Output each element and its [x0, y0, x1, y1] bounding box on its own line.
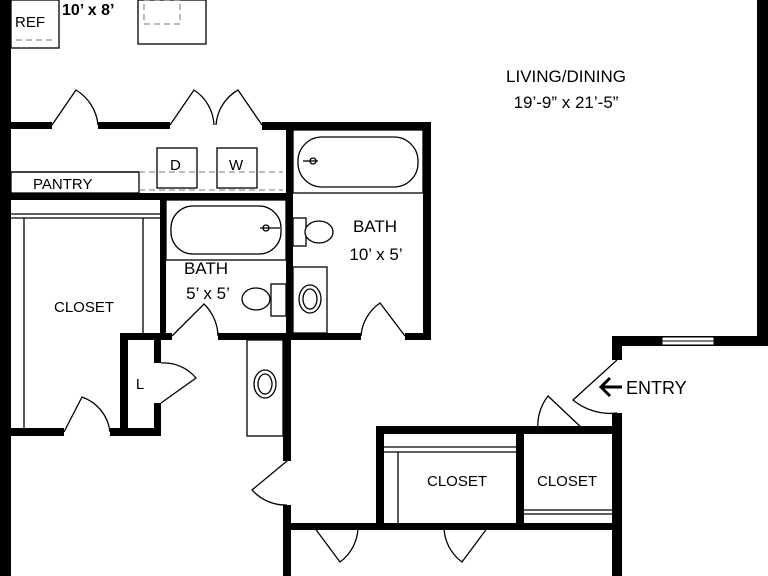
toilet-large-tank: [292, 217, 307, 247]
door-kitchen-right-a: [169, 89, 215, 126]
wall-kitchen-bottom-a: [0, 122, 52, 129]
wall-bath-large-bottom-b: [405, 333, 431, 340]
wall-right-exterior: [757, 0, 768, 346]
wall-bath-large-bottom-a: [286, 333, 361, 340]
wall-kitchen-bottom-c: [262, 122, 430, 130]
wall-hall-lower: [283, 505, 291, 576]
door-kitchen-left: [51, 89, 99, 126]
wall-entry-jamb-upper: [612, 336, 622, 360]
door-bath-small: [171, 303, 219, 337]
room-labels: 10’ x 8’ LIVING/DINING 19’-9” x 21’-5” P…: [33, 2, 687, 490]
hall-vanity: [246, 339, 284, 437]
entry-label: ENTRY: [626, 378, 687, 398]
door-bedroom-a: [313, 526, 359, 563]
wall-linen-right-lower: [154, 403, 161, 436]
wall-bath-small-bottom-a: [120, 333, 172, 340]
closet-mid-label: CLOSET: [427, 473, 487, 490]
wall-linen-bottom: [110, 428, 161, 436]
wall-kitchen-bottom-b: [98, 122, 170, 129]
wall-closet-bottom: [283, 523, 622, 530]
washer: [216, 147, 258, 189]
living-name: LIVING/DINING: [506, 67, 626, 86]
linen-label: L: [136, 376, 144, 393]
bath-fixtures: [165, 129, 424, 399]
pantry-label: PANTRY: [33, 176, 92, 193]
refrigerator-label: REF: [15, 14, 45, 31]
closet-right-label: CLOSET: [537, 473, 597, 490]
arrow-left-icon: [598, 376, 622, 398]
wall-closet-top-right: [584, 426, 622, 434]
kitchen-range: [137, 0, 207, 45]
bath-small-size: 5’ x 5’: [186, 284, 230, 303]
wall-bath-large-right: [423, 122, 431, 340]
dryer-label: D: [170, 157, 181, 174]
kitchen-range-burners: [143, 0, 181, 25]
cabinetry: [10, 171, 715, 523]
toilet-small-tank: [270, 283, 287, 317]
wall-entry-jamb-lower: [612, 413, 622, 576]
bath-large-size: 10’ x 5’: [349, 245, 402, 264]
wall-linen-right: [154, 333, 161, 363]
bath-small-name: BATH: [184, 259, 228, 278]
appliances: REF D W: [10, 0, 258, 189]
doors: [51, 89, 618, 563]
door-kitchen-right-b: [215, 89, 263, 126]
bathtub-large-basin: [297, 136, 419, 188]
door-entry: [572, 359, 618, 415]
wall-closet-divider: [516, 426, 524, 530]
closet-left-label: CLOSET: [54, 299, 114, 316]
wall-linen-left: [120, 333, 128, 436]
bath-large-name: BATH: [353, 217, 397, 236]
dryer: [156, 147, 198, 189]
wall-pantry-bottom: [0, 193, 165, 200]
living-size: 19’-9” x 21’-5”: [514, 93, 619, 112]
wall-bath-small-top: [160, 193, 293, 200]
toilet-small-bowl: [241, 287, 271, 311]
refrigerator: [10, 0, 60, 49]
door-hall: [251, 460, 288, 506]
wall-closet-left-bottom: [0, 428, 64, 436]
wall-closet-top: [376, 426, 622, 434]
sink-hall-bowl-inner: [257, 373, 273, 395]
washer-label: W: [229, 157, 244, 174]
door-bedroom-b: [443, 526, 489, 563]
wall-hall: [283, 333, 291, 461]
wall-left-exterior: [0, 0, 11, 576]
door-closet-left: [63, 396, 111, 433]
toilet-large-bowl: [304, 220, 334, 244]
kitchen-size: 10’ x 8’: [62, 2, 115, 19]
wall-bath-large-left: [286, 122, 293, 340]
sink-large-bowl-inner: [302, 288, 318, 310]
door-closet-right: [537, 395, 585, 431]
wall-bath-small-bottom-b: [218, 333, 293, 340]
door-linen: [160, 362, 197, 404]
wall-bath-small-left: [160, 193, 166, 340]
door-bath-large: [360, 302, 406, 337]
wall-closet-mid-left: [376, 426, 384, 530]
bathtub-small-basin: [170, 205, 282, 255]
